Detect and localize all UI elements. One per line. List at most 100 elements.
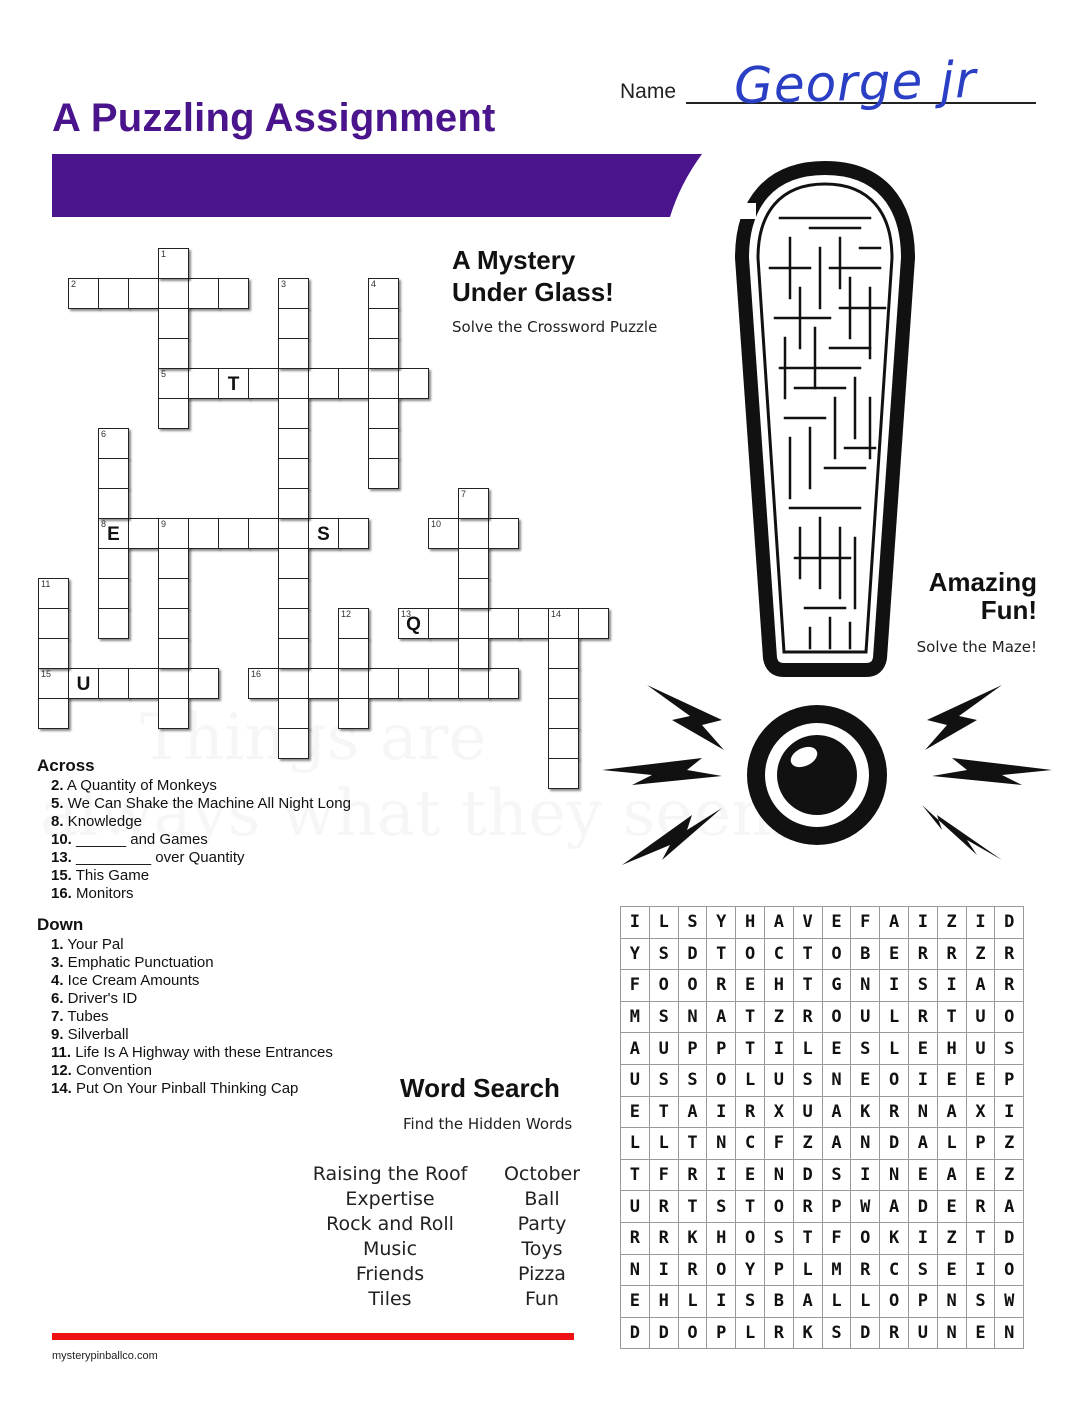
letter-cell[interactable]: S <box>735 1285 765 1318</box>
letter-cell[interactable]: T <box>792 937 823 971</box>
crossword-cell[interactable]: 2 <box>68 278 99 309</box>
letter-cell[interactable]: V <box>792 906 823 939</box>
letter-cell[interactable]: T <box>648 1095 679 1129</box>
letter-cell[interactable]: T <box>706 937 737 971</box>
letter-cell[interactable]: R <box>792 1000 823 1034</box>
letter-cell[interactable]: O <box>677 1316 708 1350</box>
crossword-cell[interactable] <box>458 578 489 609</box>
crossword-cell[interactable] <box>368 398 399 429</box>
letter-cell[interactable]: T <box>620 1158 650 1192</box>
letter-cell[interactable]: U <box>792 1095 823 1129</box>
letter-cell[interactable]: N <box>706 1127 737 1160</box>
crossword-cell[interactable] <box>38 698 69 729</box>
letter-cell[interactable]: F <box>850 906 881 939</box>
letter-cell[interactable]: R <box>763 1316 794 1350</box>
crossword-cell[interactable] <box>458 548 489 579</box>
letter-cell[interactable]: I <box>850 1158 881 1192</box>
letter-cell[interactable]: P <box>821 1190 852 1223</box>
crossword-cell[interactable]: U <box>68 668 99 699</box>
letter-cell[interactable]: T <box>965 1221 996 1255</box>
crossword-cell[interactable]: 7 <box>458 488 489 519</box>
letter-cell[interactable]: E <box>965 1063 996 1097</box>
letter-cell[interactable]: Z <box>994 1127 1025 1160</box>
letter-cell[interactable]: L <box>735 1316 765 1350</box>
letter-cell[interactable]: N <box>936 1316 967 1350</box>
crossword-cell[interactable]: S <box>308 518 339 549</box>
letter-cell[interactable]: H <box>648 1285 679 1318</box>
crossword-cell[interactable] <box>548 728 579 759</box>
crossword-cell[interactable] <box>338 668 369 699</box>
letter-cell[interactable]: M <box>620 1000 650 1034</box>
crossword-cell[interactable] <box>308 668 339 699</box>
letter-cell[interactable]: P <box>677 1032 708 1065</box>
crossword-cell[interactable] <box>488 668 519 699</box>
letter-cell[interactable]: N <box>850 969 881 1002</box>
letter-cell[interactable]: E <box>879 937 909 971</box>
letter-cell[interactable]: B <box>850 937 881 971</box>
letter-cell[interactable]: Y <box>706 906 737 939</box>
letter-cell[interactable]: K <box>879 1221 909 1255</box>
letter-cell[interactable]: R <box>879 1316 909 1350</box>
letter-cell[interactable]: A <box>792 1285 823 1318</box>
letter-cell[interactable]: D <box>677 937 708 971</box>
letter-cell[interactable]: K <box>792 1316 823 1350</box>
crossword-cell[interactable] <box>428 668 459 699</box>
letter-cell[interactable]: B <box>763 1285 794 1318</box>
crossword-cell[interactable] <box>368 458 399 489</box>
crossword-cell[interactable] <box>278 608 309 639</box>
letter-cell[interactable]: P <box>907 1285 938 1318</box>
exclamation-maze[interactable] <box>730 158 920 683</box>
letter-cell[interactable]: R <box>620 1221 650 1255</box>
letter-cell[interactable]: S <box>965 1285 996 1318</box>
letter-cell[interactable]: L <box>792 1032 823 1065</box>
letter-cell[interactable]: E <box>936 1190 967 1223</box>
letter-cell[interactable]: O <box>735 1221 765 1255</box>
crossword-cell[interactable] <box>98 668 129 699</box>
letter-cell[interactable]: N <box>936 1285 967 1318</box>
letter-cell[interactable]: O <box>850 1221 881 1255</box>
letter-cell[interactable]: T <box>792 1221 823 1255</box>
crossword-cell[interactable] <box>398 368 429 399</box>
letter-cell[interactable]: O <box>706 1253 737 1287</box>
letter-cell[interactable]: E <box>735 1158 765 1192</box>
crossword-cell[interactable] <box>188 368 219 399</box>
letter-cell[interactable]: I <box>936 969 967 1002</box>
crossword-cell[interactable]: 4 <box>368 278 399 309</box>
letter-cell[interactable]: T <box>792 969 823 1002</box>
letter-cell[interactable]: T <box>735 1190 765 1223</box>
crossword-cell[interactable]: 3 <box>278 278 309 309</box>
crossword-cell[interactable] <box>188 518 219 549</box>
crossword-cell[interactable] <box>338 368 369 399</box>
crossword-cell[interactable] <box>548 668 579 699</box>
crossword-cell[interactable] <box>278 548 309 579</box>
letter-cell[interactable]: A <box>879 1190 909 1223</box>
letter-cell[interactable]: A <box>936 1095 967 1129</box>
crossword-cell[interactable] <box>308 368 339 399</box>
crossword-cell[interactable] <box>38 638 69 669</box>
crossword-cell[interactable] <box>218 278 249 309</box>
letter-cell[interactable]: I <box>706 1285 737 1318</box>
letter-cell[interactable]: A <box>706 1000 737 1034</box>
crossword-cell[interactable] <box>488 518 519 549</box>
letter-cell[interactable]: Y <box>620 937 650 971</box>
letter-cell[interactable]: U <box>620 1063 650 1097</box>
letter-cell[interactable]: I <box>620 906 650 939</box>
letter-cell[interactable]: S <box>821 1158 852 1192</box>
letter-cell[interactable]: M <box>821 1253 852 1287</box>
letter-cell[interactable]: E <box>907 1032 938 1065</box>
crossword-cell[interactable] <box>548 758 579 789</box>
crossword-cell[interactable] <box>188 278 219 309</box>
crossword-cell[interactable]: 12 <box>338 608 369 639</box>
letter-cell[interactable]: I <box>879 969 909 1002</box>
crossword-cell[interactable] <box>278 398 309 429</box>
letter-cell[interactable]: H <box>735 906 765 939</box>
crossword-cell[interactable] <box>458 608 489 639</box>
crossword-cell[interactable] <box>98 488 129 519</box>
letter-cell[interactable]: C <box>879 1253 909 1287</box>
letter-cell[interactable]: T <box>677 1190 708 1223</box>
crossword-cell[interactable] <box>278 488 309 519</box>
letter-cell[interactable]: U <box>907 1316 938 1350</box>
letter-cell[interactable]: D <box>907 1190 938 1223</box>
